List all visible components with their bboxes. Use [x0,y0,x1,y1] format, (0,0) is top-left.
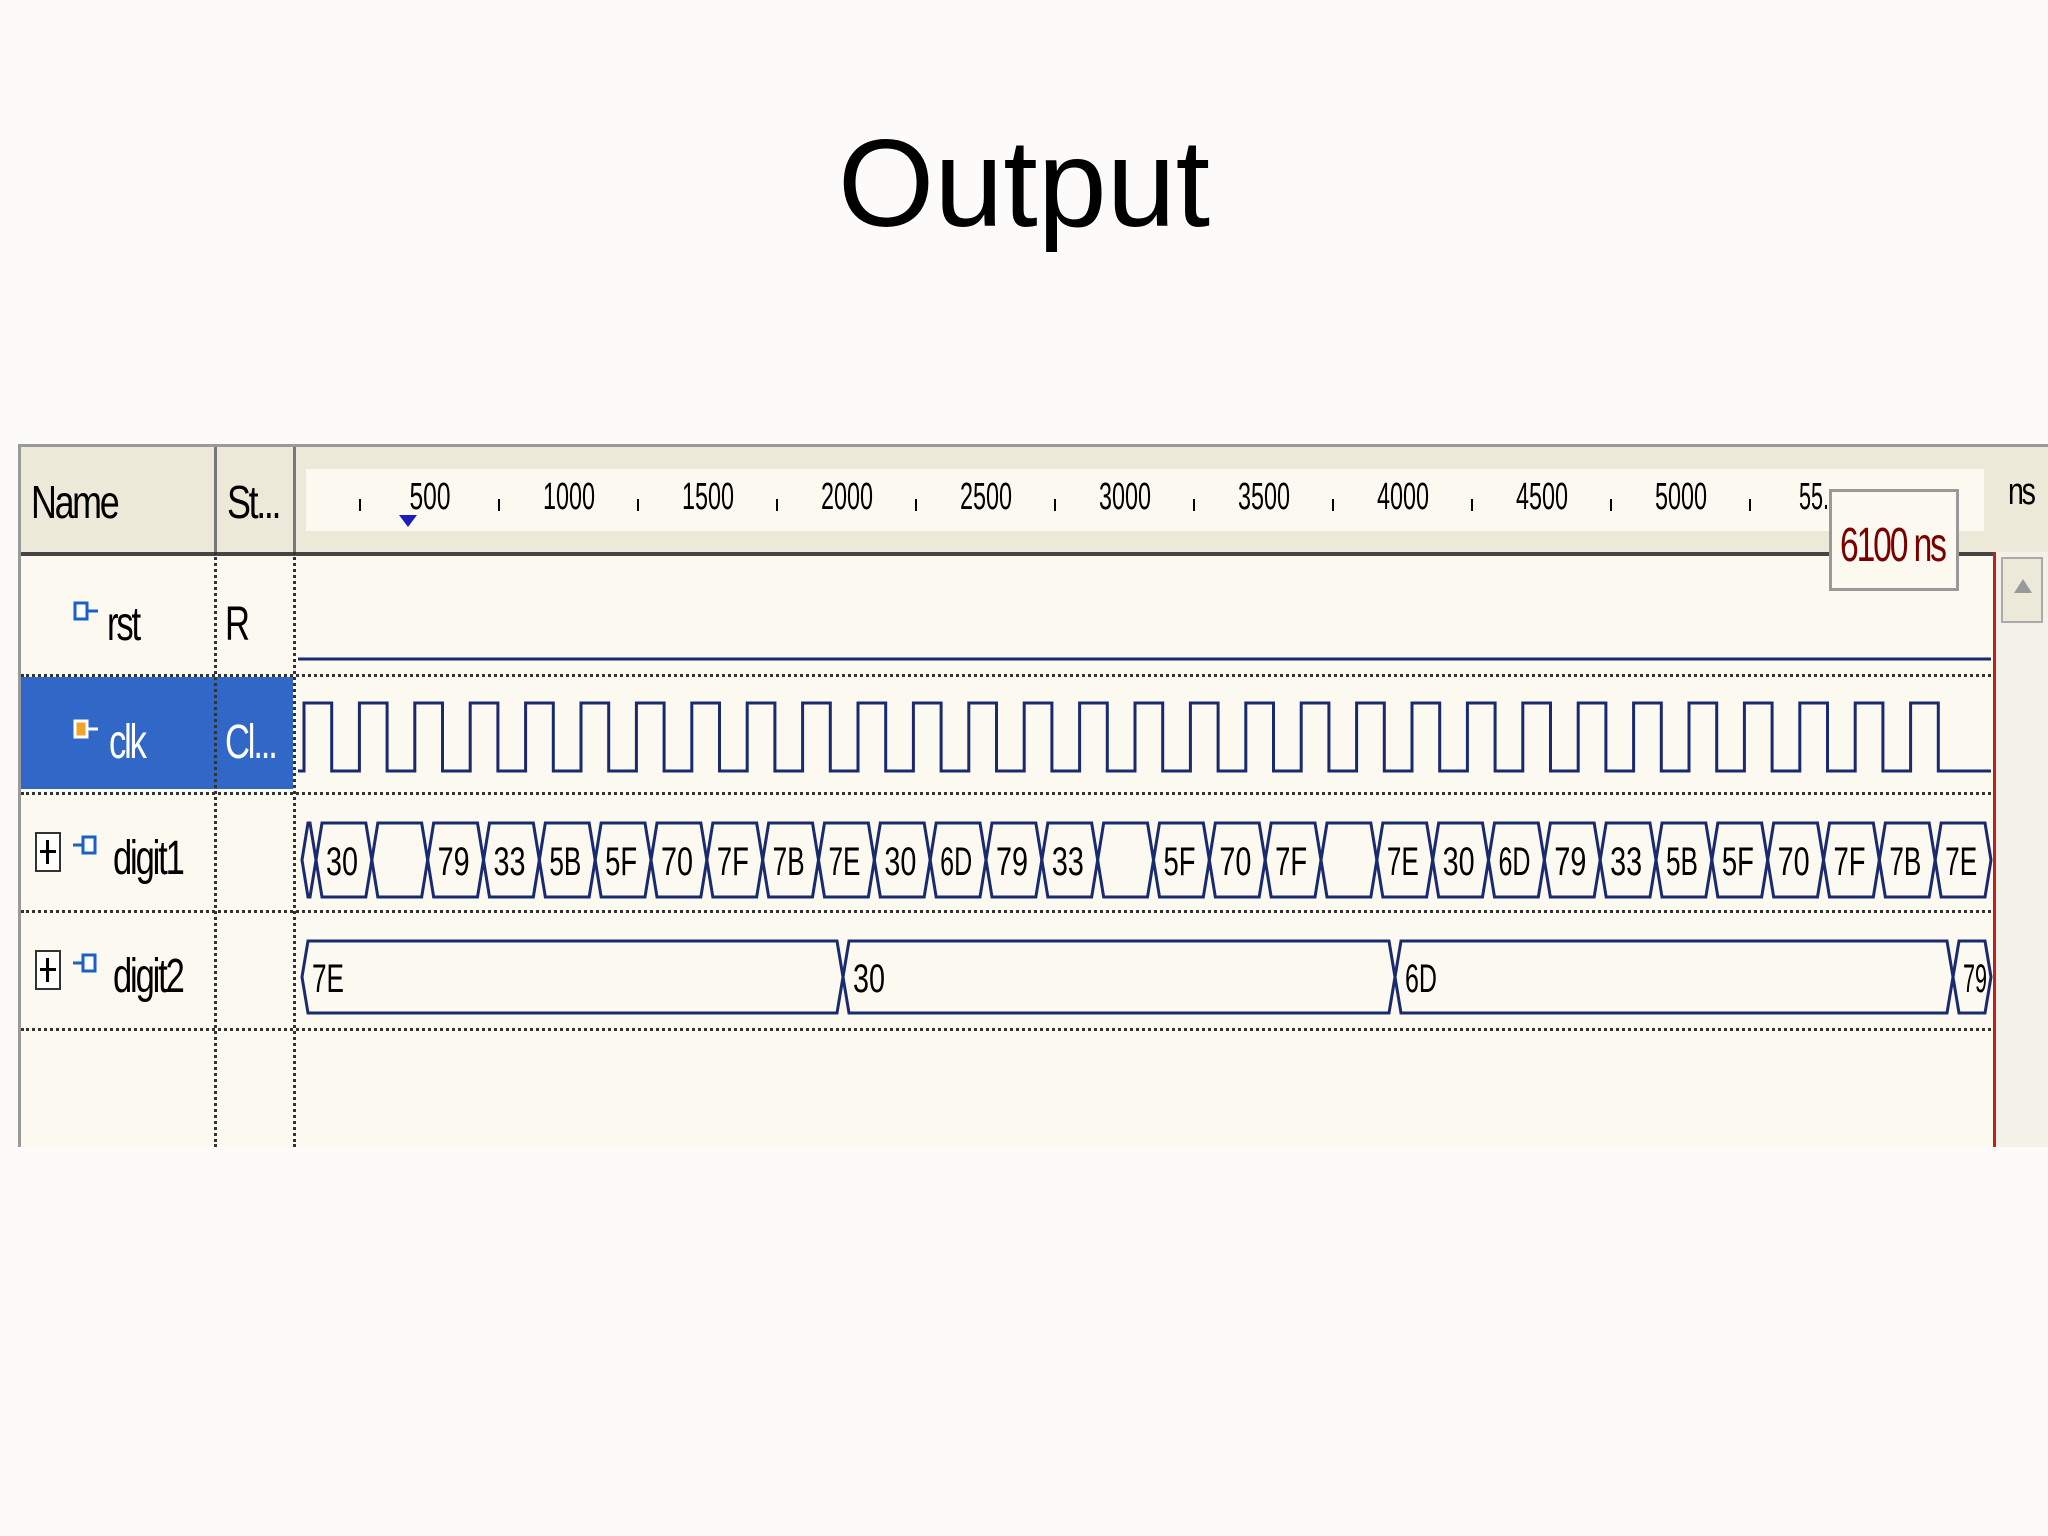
digit1-segment [1933,821,1993,899]
input-port-icon [73,601,98,621]
digit1-value: 33 [494,840,526,884]
digit2-value: 6D [1405,957,1437,1001]
vertical-scrollbar[interactable] [1993,552,2048,1147]
selected-row-highlight [21,677,293,789]
digit1-value: 6D [1499,840,1531,884]
ruler-tick-label: 3500 [1238,476,1290,518]
digit1-value: 70 [661,840,693,884]
ruler-tick-label: 500 [410,476,451,518]
signal-name-rst: rst [107,598,141,651]
ruler-tick-label: 5000 [1655,476,1707,518]
digit1-value: 7F [1275,840,1307,884]
digit1-value: 7E [1387,840,1419,884]
clock-port-icon [73,719,98,739]
row-divider [21,910,1991,913]
time-cursor-marker-icon[interactable] [399,515,417,527]
digit2-value: 7E [312,957,344,1001]
ruler-tick-label: 1500 [682,476,734,518]
digit1-value: 7E [829,840,861,884]
cursor-time-tooltip: 6100 ns [1829,489,1959,591]
digit1-value: 7B [773,840,805,884]
digit2-segment [1951,939,1993,1015]
digit1-value: 5F [1164,840,1196,884]
digit1-value: 79 [438,840,470,884]
signal-status-rst: R [225,598,250,651]
digit1-value: 7B [1889,840,1921,884]
digit1-value: 5F [605,840,637,884]
signal-name-digit2: digit2 [113,950,185,1003]
input-port-icon [73,835,97,855]
digit2-segment [300,939,845,1015]
signal-name-clk: clk [109,716,147,769]
digit1-value: 79 [1554,840,1586,884]
row-divider [21,1028,1991,1031]
ruler-tick-label: 3000 [1099,476,1151,518]
column-separator-status [293,552,296,1147]
clk-waveform [298,701,1991,773]
digit1-value: 33 [1610,840,1642,884]
expand-plus-icon[interactable] [35,832,61,872]
digit2-segment [1393,939,1955,1015]
digit1-value: 7F [1834,840,1866,884]
signal-status-clk: Cl... [225,716,278,769]
waveform-viewer: Name St... 500 1000 1500 2000 2500 3000 3500 40… [18,444,2048,1147]
digit1-value: 70 [1219,840,1251,884]
digit1-value: 30 [326,840,358,884]
ruler-tick-label: 4500 [1516,476,1568,518]
column-separator-name [214,552,217,1147]
time-ruler-unit: ns [2008,471,2036,513]
expand-plus-icon[interactable] [35,950,61,990]
digit1-value: 6D [940,840,972,884]
digit1-segment [1096,821,1156,899]
digit1-value: 5B [1666,840,1698,884]
slide-title: Output [837,115,1211,253]
column-header-status-label: St... [227,476,281,528]
digit1-value: 33 [1052,840,1084,884]
digit1-value: 30 [1443,840,1475,884]
waveform-area[interactable]: 30 79 33 5B 5F 70 7F 7B 7E 30 6D 79 33 5F 70 7F 7E 30 6D 79… [21,447,1993,1147]
digit1-value: 5F [1722,840,1754,884]
signal-name-digit1: digit1 [113,832,185,885]
scroll-up-arrow-icon[interactable] [2001,557,2043,623]
row-divider [21,674,1991,677]
digit1-segment [300,821,318,899]
cursor-time-value: 6100 ns [1840,519,1947,572]
input-port-icon [73,953,97,973]
row-divider [21,792,1991,795]
digit2-value: 30 [853,957,885,1001]
ruler-tick-label: 1000 [543,476,595,518]
digit1-value: 5B [549,840,581,884]
digit1-segment [1319,821,1379,899]
column-header-status[interactable]: St... [217,447,296,556]
ruler-tick-label: 2000 [821,476,873,518]
digit1-value: 7F [717,840,749,884]
ruler-tick-label: 2500 [960,476,1012,518]
digit1-value: 7E [1945,840,1977,884]
digit1-value: 30 [884,840,916,884]
ruler-tick-label: 4000 [1377,476,1429,518]
digit1-segment [370,821,430,899]
digit1-value: 79 [996,840,1028,884]
digit2-segment [841,939,1397,1015]
digit2-value: 79 [1963,957,1987,1001]
column-header-name[interactable]: Name [21,447,217,556]
column-header-name-label: Name [31,476,120,528]
digit1-value: 70 [1778,840,1810,884]
